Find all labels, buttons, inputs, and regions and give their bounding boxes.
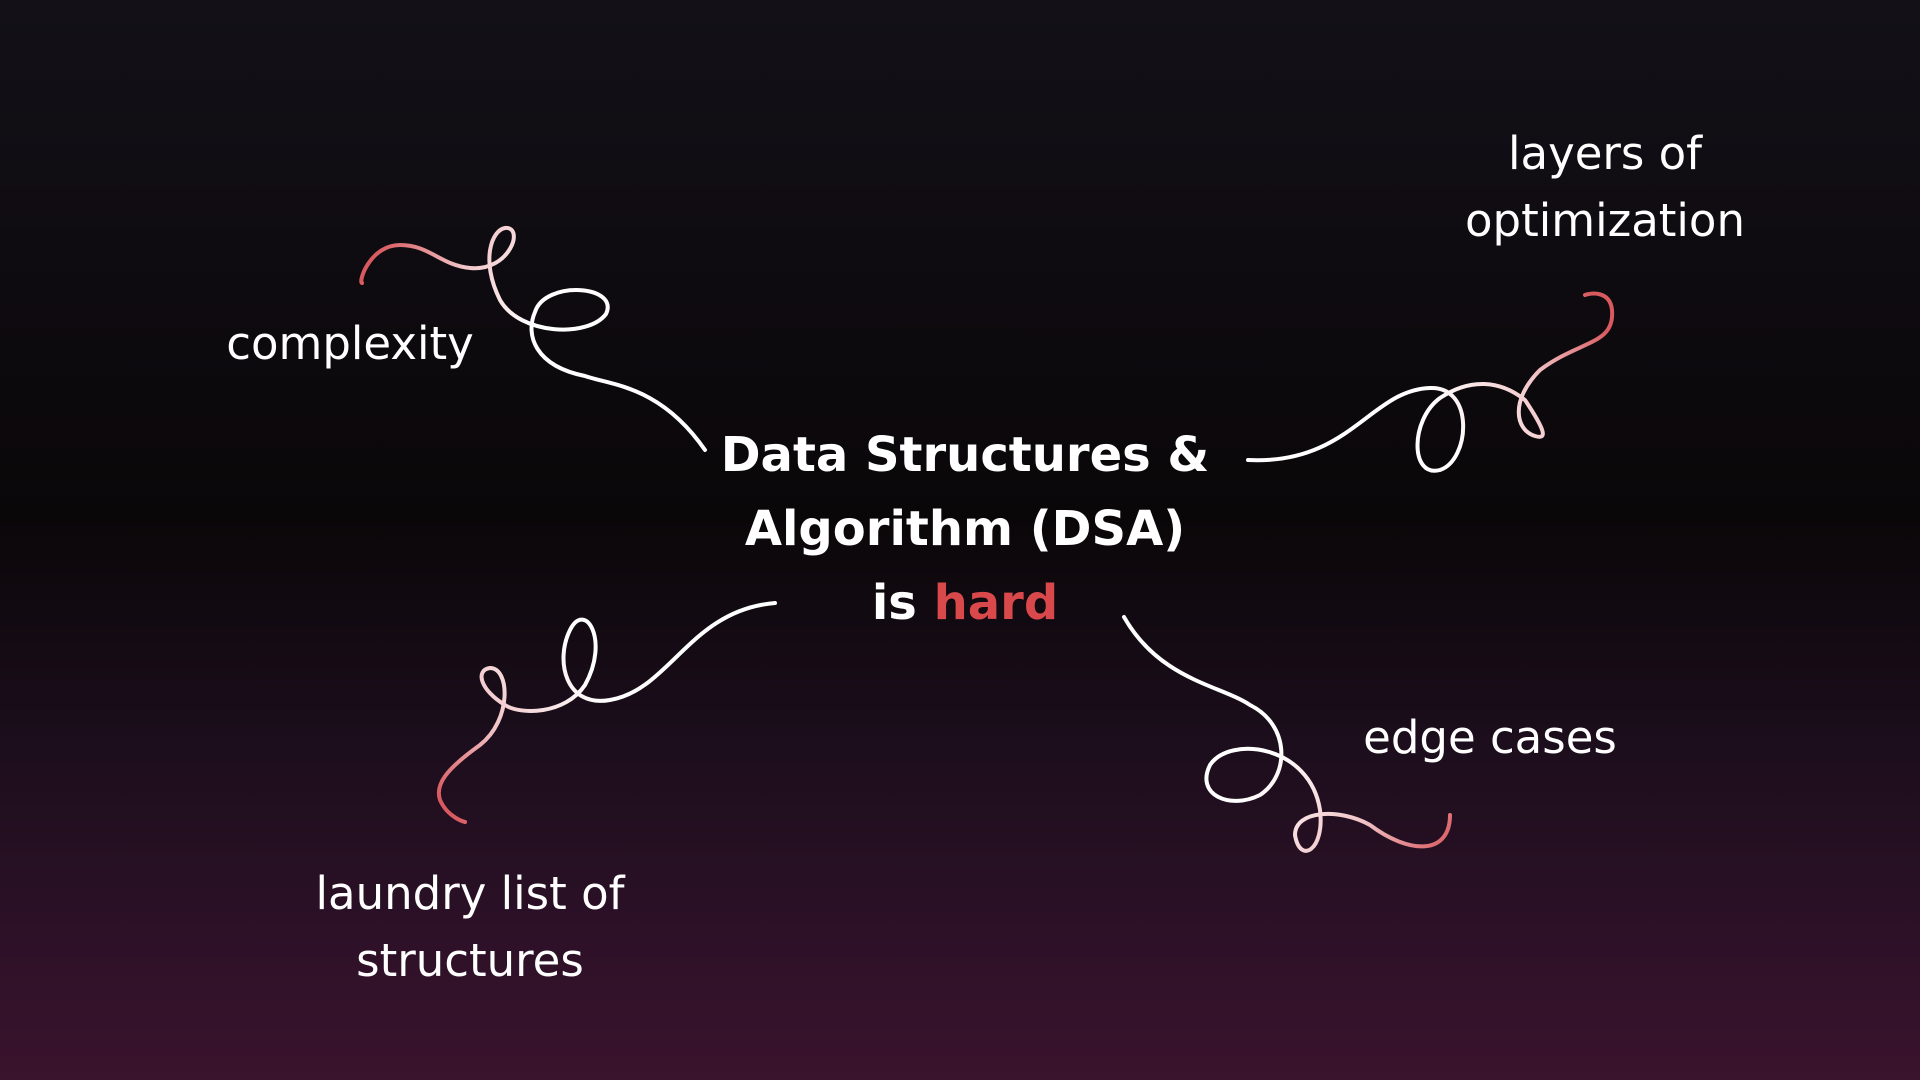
label-edge-cases-text: edge cases: [1363, 711, 1617, 764]
squiggle-complexity: [359, 226, 707, 452]
label-layers-line-1: layers of: [1507, 127, 1703, 180]
main-heading: Data Structures & Algorithm (DSA) is har…: [660, 418, 1270, 640]
label-complexity: complexity: [200, 310, 500, 377]
label-layers-line-2: optimization: [1465, 194, 1745, 247]
heading-highlight-word: hard: [933, 575, 1059, 631]
squiggle-laundry: [436, 601, 777, 824]
heading-line-3-prefix: is: [871, 575, 917, 631]
squiggle-edge-cases: [1122, 615, 1452, 853]
heading-line-3: is hard: [660, 566, 1270, 640]
label-laundry-line-2: structures: [356, 934, 584, 987]
heading-line-1: Data Structures &: [720, 427, 1210, 483]
heading-line-2: Algorithm (DSA): [744, 501, 1186, 557]
squiggle-layers: [1246, 291, 1615, 473]
label-laundry-list: laundry list of structures: [290, 860, 650, 994]
label-layers-of-optimization: layers of optimization: [1420, 120, 1790, 254]
label-laundry-line-1: laundry list of: [315, 867, 625, 920]
label-complexity-text: complexity: [226, 317, 474, 370]
label-edge-cases: edge cases: [1340, 704, 1640, 771]
